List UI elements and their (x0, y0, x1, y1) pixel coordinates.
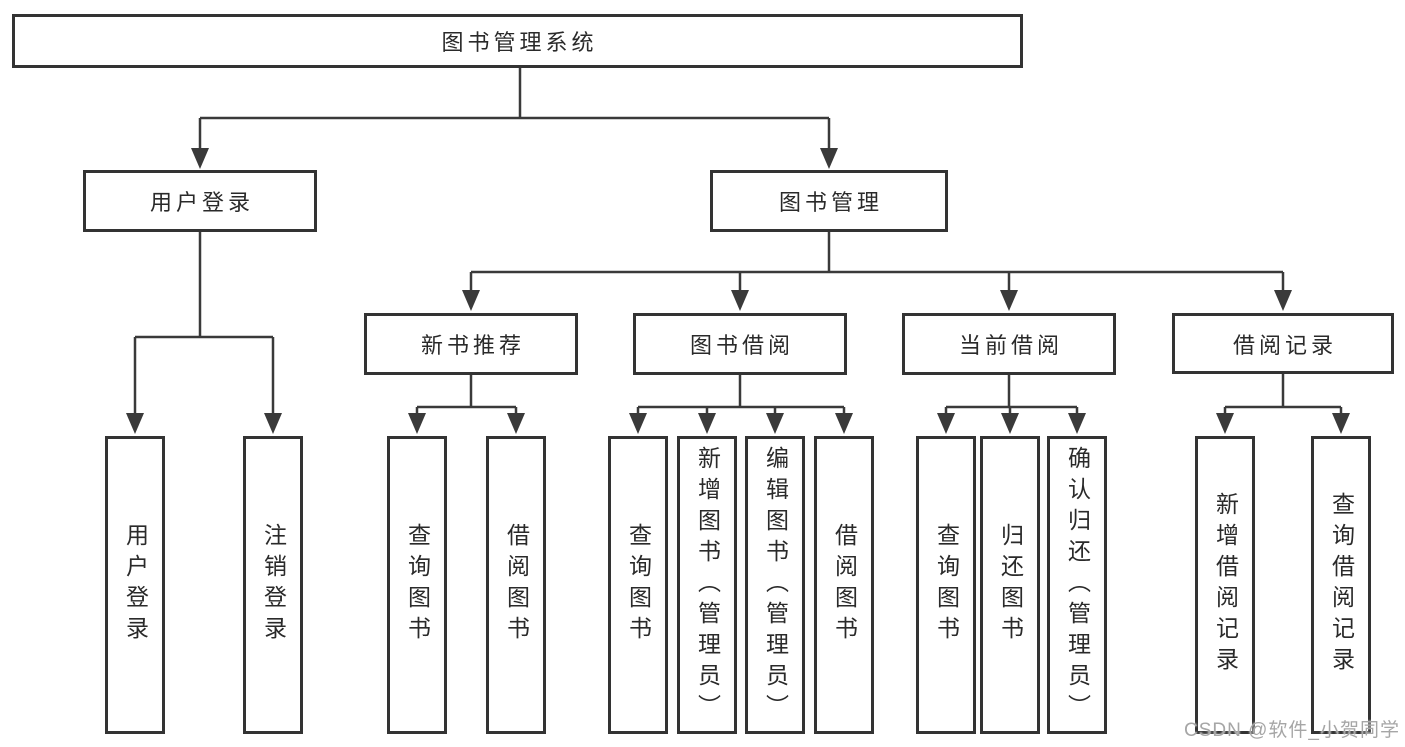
leaf-add-book-admin-label: 新增图书（管理员） (694, 445, 721, 725)
leaf-query-books-under-current-label: 查询图书 (933, 523, 960, 647)
leaf-confirm-return-admin-label: 确认归还（管理员） (1064, 445, 1091, 725)
node-user-login: 用户登录 (83, 170, 317, 232)
leaf-edit-book-admin: 编辑图书（管理员） (745, 436, 805, 734)
node-book-borrowing: 图书借阅 (633, 313, 847, 375)
leaf-logout-label: 注销登录 (260, 523, 287, 647)
leaf-borrow-books-under-new-book: 借阅图书 (486, 436, 546, 734)
leaf-confirm-return-admin: 确认归还（管理员） (1047, 436, 1107, 734)
node-root: 图书管理系统 (12, 14, 1023, 68)
csdn-watermark: CSDN @软件_小贺同学 (1184, 720, 1400, 741)
connector-new-book-to-leaves (408, 375, 525, 434)
leaf-borrow-books-under-borrowing-label: 借阅图书 (831, 523, 858, 647)
leaf-add-borrow-record-label: 新增借阅记录 (1212, 492, 1239, 678)
node-new-book-recommendation-label: 新书推荐 (420, 333, 525, 358)
leaf-borrow-books-under-new-book-label: 借阅图书 (503, 523, 530, 647)
leaf-query-books-under-new-book: 查询图书 (387, 436, 447, 734)
connector-root-to-level2 (191, 68, 838, 169)
node-current-borrowing-label: 当前借阅 (958, 333, 1063, 358)
connector-borrowing-records-to-leaves (1216, 374, 1350, 434)
connector-book-management-to-level3 (462, 232, 1292, 311)
leaf-add-borrow-record: 新增借阅记录 (1195, 436, 1255, 734)
leaf-return-book: 归还图书 (980, 436, 1040, 734)
node-book-management-label: 图书管理 (778, 190, 883, 215)
node-borrowing-records: 借阅记录 (1172, 313, 1394, 374)
connector-current-borrowing-to-leaves (937, 375, 1086, 434)
leaf-query-books-under-current: 查询图书 (916, 436, 976, 734)
leaf-borrow-books-under-borrowing: 借阅图书 (814, 436, 874, 734)
leaf-query-books-under-borrowing-label: 查询图书 (625, 523, 652, 647)
leaf-logout: 注销登录 (243, 436, 303, 734)
node-root-label: 图书管理系统 (441, 30, 598, 55)
node-user-login-label: 用户登录 (149, 190, 254, 215)
node-new-book-recommendation: 新书推荐 (364, 313, 578, 375)
node-borrowing-records-label: 借阅记录 (1232, 332, 1337, 358)
connector-user-login-to-leaves (126, 232, 282, 434)
connector-book-borrowing-to-leaves (629, 375, 853, 434)
leaf-user-login-label: 用户登录 (122, 523, 149, 647)
leaf-return-book-label: 归还图书 (997, 523, 1024, 647)
leaf-user-login: 用户登录 (105, 436, 165, 734)
leaf-query-borrow-record: 查询借阅记录 (1311, 436, 1371, 734)
node-book-borrowing-label: 图书借阅 (689, 333, 794, 358)
leaf-query-books-under-borrowing: 查询图书 (608, 436, 668, 734)
leaf-query-books-under-new-book-label: 查询图书 (404, 523, 431, 647)
leaf-edit-book-admin-label: 编辑图书（管理员） (762, 445, 789, 725)
leaf-query-borrow-record-label: 查询借阅记录 (1328, 492, 1355, 678)
leaf-add-book-admin: 新增图书（管理员） (677, 436, 737, 734)
node-book-management: 图书管理 (710, 170, 948, 232)
node-current-borrowing: 当前借阅 (902, 313, 1116, 375)
